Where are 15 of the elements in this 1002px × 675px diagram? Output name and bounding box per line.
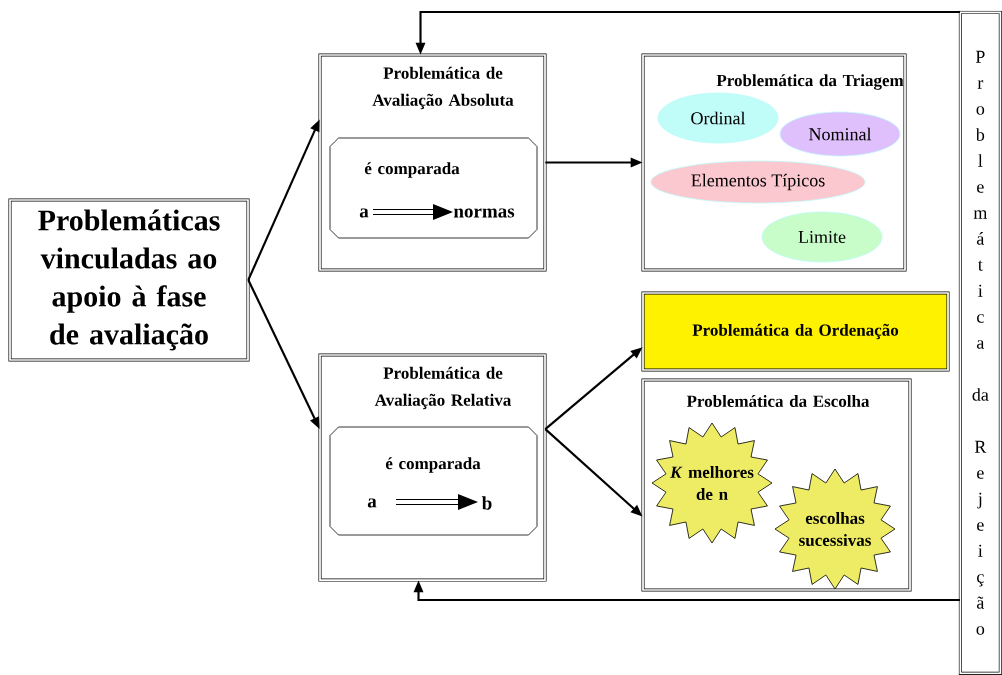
ellipse-label: Ordinal <box>657 92 779 144</box>
process-box: Problemáticas vinculadas ao apoio à fase de avaliação <box>8 198 250 362</box>
starburst: K melhores de n <box>651 422 773 544</box>
node-label: normas <box>453 208 515 218</box>
node-label: b <box>481 496 492 510</box>
node-label: é comparada <box>385 457 481 473</box>
ellipse-label: Limite <box>761 211 883 263</box>
node-label: a <box>367 498 377 508</box>
starburst: escolhas sucessivas <box>774 468 896 590</box>
highlight-box: Problemática da Ordenação <box>641 291 950 372</box>
node-label: a <box>359 208 369 218</box>
node-label: é comparada <box>364 162 460 178</box>
ellipse-label: Elementos Típicos <box>650 160 866 204</box>
ellipse-label: Nominal <box>779 111 901 157</box>
vertical-panel: Problemática da Rejeição <box>958 10 1002 675</box>
